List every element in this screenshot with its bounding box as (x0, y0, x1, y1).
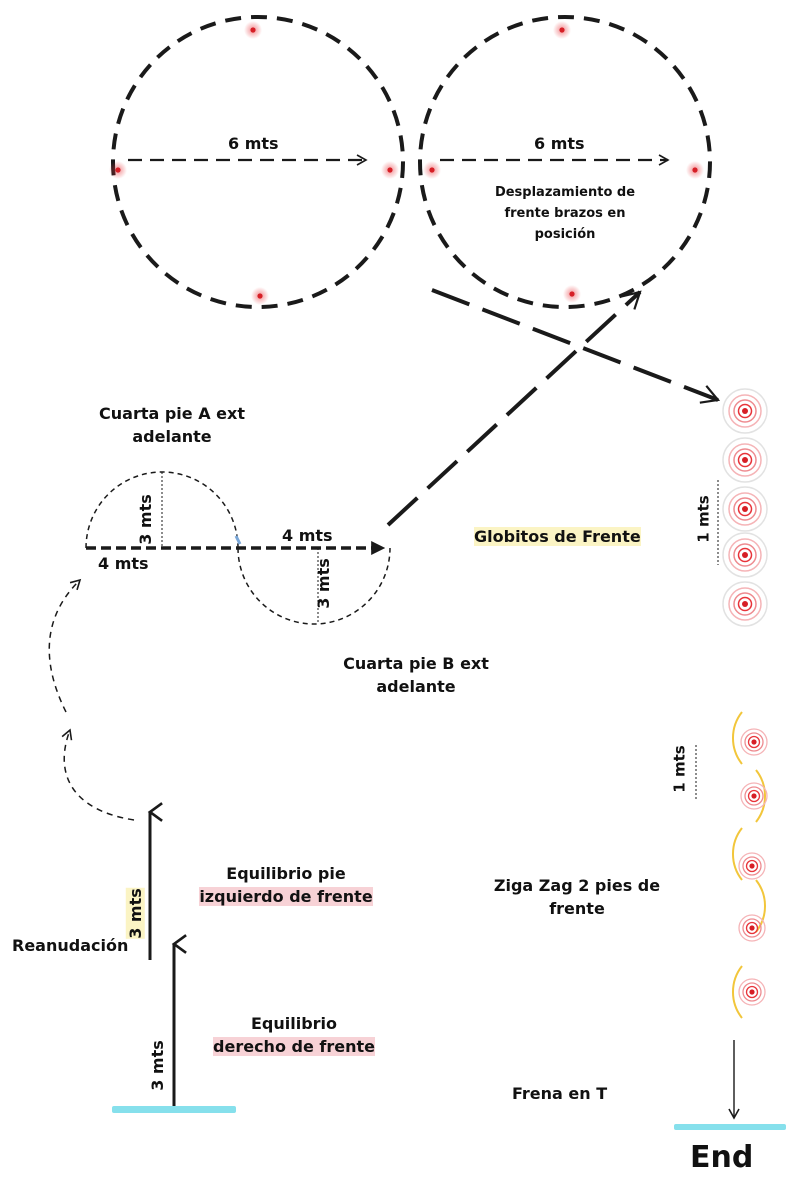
cuarta-b-line-2: adelante (376, 677, 456, 696)
zigzag-arcs (732, 711, 766, 1019)
arrow-to-globitos (431, 288, 721, 404)
start-bar (112, 1106, 236, 1113)
globitos-cones (722, 388, 768, 627)
equilibrio-izq-line-2: izquierdo de frente (199, 887, 373, 906)
curve-reanudacion-upper (48, 578, 82, 713)
label-cuarta-b: Cuarta pie B ext adelante (316, 652, 516, 698)
circle-left (111, 15, 405, 309)
cone-target (722, 581, 768, 627)
label-cuarta-a: Cuarta pie A ext adelante (52, 402, 292, 448)
label-frena: Frena en T (512, 1084, 608, 1103)
cone-target (738, 914, 766, 942)
equilibrio-der-line-2: derecho de frente (213, 1037, 375, 1056)
cone-marker (109, 161, 127, 179)
globitos-text: Globitos de Frente (474, 527, 641, 546)
cone-target (722, 532, 768, 578)
label-6mts-left: 6 mts (228, 134, 279, 153)
cone-marker (244, 21, 262, 39)
cone-marker (423, 161, 441, 179)
equilibrio-der-line-1: Equilibrio (250, 1014, 338, 1033)
cone-target (722, 437, 768, 483)
cone-target (738, 978, 766, 1006)
cuarta-b-line-1: Cuarta pie B ext (343, 654, 489, 673)
cuarta-a-line-1: Cuarta pie A ext (99, 404, 245, 423)
cone-target (722, 388, 768, 434)
desplazamiento-line-2: frente brazos en (504, 206, 626, 221)
arrow-to-circles (386, 290, 642, 527)
label-4mts-lower: 4 mts (98, 554, 149, 573)
finish-bar (674, 1124, 786, 1130)
cone-target (738, 852, 766, 880)
label-globitos-1mts: 1 mts (694, 495, 713, 543)
equilibrio-izq-line-1: Equilibrio pie (226, 864, 346, 883)
circle-right (418, 15, 712, 309)
label-3mts-b: 3 mts (313, 558, 333, 609)
label-zigzag-1mts: 1 mts (670, 745, 689, 793)
desplazamiento-line-1: Desplazamiento de (494, 185, 636, 200)
label-globitos: Globitos de Frente (474, 525, 641, 548)
label-desplazamiento: Desplazamiento de frente brazos en posic… (470, 182, 660, 245)
cone-marker (563, 285, 581, 303)
semicircle-b (237, 547, 391, 625)
cone-target (740, 728, 768, 756)
label-zigzag: Ziga Zag 2 pies de frente (484, 874, 670, 920)
cuarta-a-line-2: adelante (132, 427, 212, 446)
label-3mts-a: 3 mts (135, 494, 155, 545)
zigzag-line-2: frente (549, 899, 605, 918)
label-equilibrio-izq-3mts: 3 mts (125, 888, 145, 939)
label-4mts-upper: 4 mts (282, 526, 333, 545)
zigzag-cones (738, 728, 768, 1006)
label-equilibrio-der-3mts: 3 mts (147, 1040, 167, 1091)
zigzag-line-1: Ziga Zag 2 pies de (493, 876, 661, 895)
cone-target (722, 486, 768, 532)
cone-marker (686, 161, 704, 179)
cone-marker (381, 161, 399, 179)
label-end: End (690, 1140, 754, 1175)
label-equilibrio-izquierdo: Equilibrio pie izquierdo de frente (186, 862, 386, 908)
cone-target (740, 782, 768, 810)
cone-marker (553, 21, 571, 39)
desplazamiento-line-3: posición (534, 227, 596, 242)
label-6mts-right: 6 mts (534, 134, 585, 153)
blue-mark (234, 535, 242, 545)
label-equilibrio-derecho: Equilibrio derecho de frente (196, 1012, 392, 1058)
label-reanudacion: Reanudación (12, 936, 129, 955)
cone-marker (251, 287, 269, 305)
curve-reanudacion-lower (61, 728, 135, 821)
circle-cones (109, 21, 704, 305)
